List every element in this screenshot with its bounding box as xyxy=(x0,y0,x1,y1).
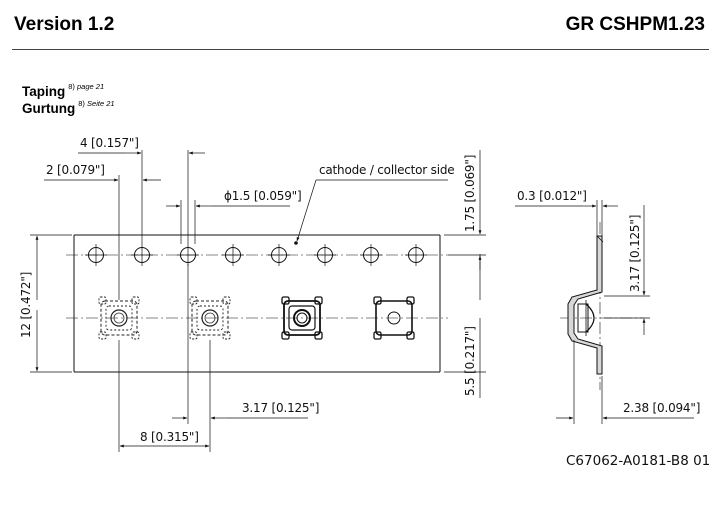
dim-top-margin: 1.75 [0.069"] xyxy=(444,150,486,270)
sprocket-hole xyxy=(130,243,154,267)
dim-hole-diameter: ϕ1.5 [0.059"] xyxy=(166,189,302,244)
sprocket-hole xyxy=(221,243,245,267)
sprocket-hole xyxy=(313,243,337,267)
dim-tape-thickness-label: 0.3 [0.012"] xyxy=(517,189,587,203)
dim-sprocket-pitch: 4 [0.157"] xyxy=(78,136,205,244)
dim-cavity-offset: 5.5 [0.217"] xyxy=(444,254,486,398)
dim-hole-offset: 2 [0.079"] xyxy=(44,163,161,300)
dim-tape-width: 12 [0.472"] xyxy=(19,234,72,373)
section-title-gurtung: Gurtung xyxy=(22,101,76,116)
sprocket-hole xyxy=(84,243,108,267)
dim-side-depth-label: 2.38 [0.094"] xyxy=(623,401,700,415)
footnote-ref-de-text: Seite 21 xyxy=(87,99,115,108)
cathode-collector-side-label: cathode / collector side xyxy=(319,163,454,177)
sprocket-hole xyxy=(359,243,383,267)
footnote-ref-en-text: page 21 xyxy=(77,82,105,91)
pocket-with-component xyxy=(281,296,323,340)
dim-tape-width-label: 12 [0.472"] xyxy=(19,272,33,338)
drawing-code: C67062-A0181-B8 01 xyxy=(566,453,710,469)
dim-hole-offset-label: 2 [0.079"] xyxy=(46,163,105,177)
footnote-ref-en[interactable]: 8) page 21 xyxy=(68,82,104,91)
dim-part-pitch: 8 [0.315"] xyxy=(118,340,211,452)
dim-sprocket-pitch-label: 4 [0.157"] xyxy=(80,136,139,150)
footnote-ref-de-number: 8) xyxy=(78,99,85,108)
sprocket-hole xyxy=(404,243,428,267)
empty-pocket xyxy=(373,296,415,340)
header-divider xyxy=(12,49,709,50)
dim-cavity-offset-label: 5.5 [0.217"] xyxy=(463,326,477,396)
dim-part-pitch-label: 8 [0.315"] xyxy=(140,430,199,444)
dim-side-height: 3.17 [0.125"] xyxy=(604,205,650,335)
document-id: GR CSHPM1.23 xyxy=(565,14,705,35)
version-label: Version 1.2 xyxy=(14,14,115,35)
tape-top-view xyxy=(66,234,448,373)
tape-pockets xyxy=(98,296,415,340)
dim-side-height-label: 3.17 [0.125"] xyxy=(628,215,642,292)
cathode-callout: cathode / collector side xyxy=(294,163,455,245)
dim-hole-diameter-label: ϕ1.5 [0.059"] xyxy=(224,189,301,203)
footnote-ref-de[interactable]: 8) Seite 21 xyxy=(78,99,114,108)
dim-tape-thickness: 0.3 [0.012"] xyxy=(515,189,618,236)
footnote-ref-en-number: 8) xyxy=(68,82,75,91)
dim-cavity-center: 3.17 [0.125"] xyxy=(172,264,319,424)
dim-top-margin-label: 1.75 [0.069"] xyxy=(463,155,477,232)
dim-cavity-center-label: 3.17 [0.125"] xyxy=(242,401,319,415)
sprocket-hole xyxy=(267,243,291,267)
dim-side-depth: 2.38 [0.094"] xyxy=(556,340,700,424)
section-title-taping: Taping xyxy=(22,84,66,99)
sprocket-hole xyxy=(176,243,200,267)
